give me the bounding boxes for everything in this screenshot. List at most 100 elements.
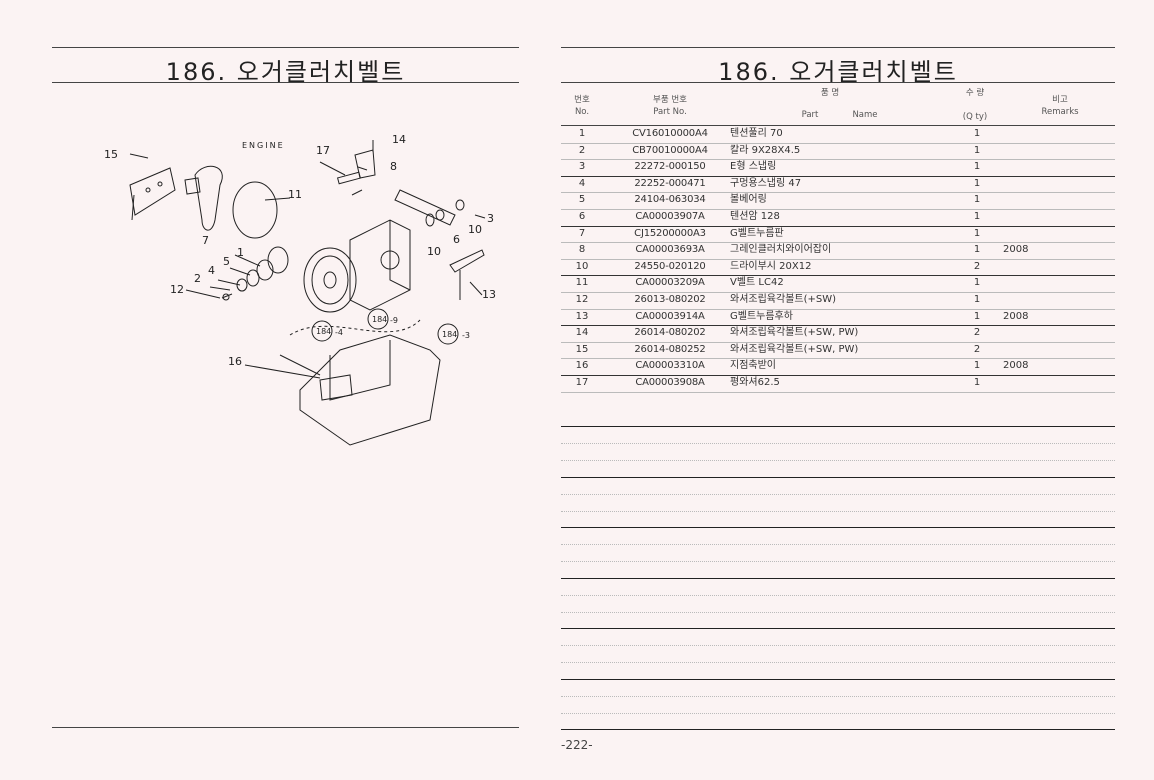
header-qty-ko: 수 량 bbox=[965, 88, 985, 98]
row-separator bbox=[561, 292, 1115, 293]
part-code-cell: CJ15200000A3 bbox=[634, 227, 706, 239]
title-top-rule bbox=[52, 47, 519, 48]
part-number-cell: 14 bbox=[575, 327, 589, 339]
row-separator bbox=[561, 375, 1115, 376]
ruled-line bbox=[561, 628, 1115, 629]
header-no-en: No. bbox=[574, 107, 590, 117]
callout: 12 bbox=[170, 283, 184, 296]
part-code-cell: CA00003209A bbox=[635, 277, 705, 289]
right-page-title: 186. 오거클러치벨트 bbox=[718, 58, 958, 86]
row-separator bbox=[561, 391, 1115, 393]
ref-label: -3 bbox=[462, 331, 470, 340]
part-name-cell: 텐션풀리 70 bbox=[730, 128, 783, 139]
part-code-cell: 26013-080202 bbox=[634, 294, 706, 305]
quantity-cell: 1 bbox=[973, 244, 981, 256]
title-top-rule bbox=[561, 47, 1115, 48]
part-code-cell: CA00003914A bbox=[635, 310, 705, 322]
quantity-cell: 2 bbox=[973, 327, 981, 339]
part-code-cell: 24104-063034 bbox=[634, 194, 706, 206]
part-number-cell: 6 bbox=[578, 211, 586, 222]
callout: 5 bbox=[223, 255, 230, 268]
part-code-cell: 24550-020120 bbox=[634, 260, 706, 272]
left-page: 186. 오거클러치벨트 bbox=[0, 0, 560, 780]
row-separator bbox=[561, 159, 1115, 161]
part-code-cell: 22272-000150 bbox=[634, 161, 706, 173]
header-qty-en: (Q ty) bbox=[962, 112, 988, 122]
header-name-part: Part bbox=[801, 110, 819, 120]
callout: 13 bbox=[482, 288, 496, 301]
ruled-line bbox=[561, 577, 1115, 579]
ref-label: 184 bbox=[316, 327, 331, 336]
callout: 10 bbox=[468, 223, 482, 236]
part-name-cell: 와셔조립육각볼트(+SW, PW) bbox=[730, 327, 859, 339]
part-number-cell: 1 bbox=[578, 128, 586, 139]
part-number-cell: 3 bbox=[578, 161, 586, 173]
quantity-cell: 1 bbox=[973, 310, 981, 322]
ruled-dotted-line bbox=[561, 594, 1115, 596]
part-name-cell: 드라이부시 20X12 bbox=[730, 260, 812, 272]
header-remarks: 비고 Remarks bbox=[1030, 94, 1090, 118]
part-code-cell: CV16010000A4 bbox=[632, 128, 708, 139]
row-separator bbox=[561, 175, 1115, 177]
callout: 4 bbox=[208, 264, 215, 277]
part-name-cell: E형 스냅링 bbox=[730, 161, 777, 173]
part-name-cell: 구멍용스냅링 47 bbox=[730, 177, 802, 189]
ruled-dotted-line bbox=[561, 544, 1115, 545]
row-separator bbox=[561, 142, 1115, 144]
quantity-cell: 1 bbox=[973, 144, 981, 156]
left-page-title: 186. 오거클러치벨트 bbox=[165, 58, 406, 86]
part-number-cell: 5 bbox=[578, 194, 586, 206]
part-code-cell: 26014-080252 bbox=[634, 343, 706, 355]
part-name-cell: 그레인클러치와이어잡이 bbox=[730, 244, 832, 256]
callout: 7 bbox=[202, 234, 209, 247]
ruled-dotted-line bbox=[561, 695, 1115, 697]
quantity-cell: 1 bbox=[973, 177, 981, 189]
part-number-cell: 8 bbox=[578, 244, 586, 256]
ruled-dotted-line bbox=[561, 662, 1115, 663]
part-number-cell: 10 bbox=[575, 260, 589, 272]
ref-label: 184 bbox=[442, 330, 457, 339]
part-code-cell: CB70010000A4 bbox=[632, 144, 708, 156]
exploded-parts-diagram: 184 -4 184 -9 184 -3 ENGINE 15 17 14 8 1… bbox=[104, 133, 496, 446]
page-number: -222- bbox=[561, 738, 593, 752]
ref-label: 184 bbox=[372, 315, 387, 324]
header-part-no: 부품 번호 Part No. bbox=[615, 94, 725, 118]
header-part-no-ko: 부품 번호 bbox=[653, 95, 687, 105]
part-number-cell: 17 bbox=[575, 377, 589, 388]
part-code-cell: CA00003907A bbox=[635, 211, 705, 222]
ruled-line bbox=[561, 527, 1115, 528]
header-rule bbox=[561, 125, 1115, 126]
remarks-cell: 2008 bbox=[1003, 244, 1029, 256]
row-separator bbox=[561, 358, 1115, 360]
title-bottom-rule bbox=[52, 82, 519, 83]
quantity-cell: 1 bbox=[973, 360, 981, 372]
row-separator bbox=[561, 225, 1115, 227]
part-name-cell: 와셔조립육각볼트(+SW) bbox=[730, 294, 837, 305]
row-separator bbox=[561, 242, 1115, 244]
ruled-dotted-line bbox=[561, 611, 1115, 613]
callout: 15 bbox=[104, 148, 118, 161]
quantity-cell: 1 bbox=[973, 128, 981, 139]
header-part-no-en: Part No. bbox=[653, 107, 687, 117]
quantity-cell: 1 bbox=[973, 377, 981, 388]
part-code-cell: 26014-080202 bbox=[634, 327, 706, 339]
part-number-cell: 15 bbox=[575, 343, 589, 355]
remarks-cell: 2008 bbox=[1003, 360, 1029, 372]
ruled-dotted-line bbox=[561, 460, 1115, 461]
ref-label: -4 bbox=[335, 328, 343, 337]
callout: 17 bbox=[316, 144, 330, 157]
part-number-cell: 4 bbox=[578, 177, 586, 189]
callout: 10 bbox=[427, 245, 441, 258]
part-number-cell: 13 bbox=[575, 310, 589, 322]
callout: 6 bbox=[453, 233, 460, 246]
ruled-dotted-line bbox=[561, 443, 1115, 444]
part-name-cell: 지점축받이 bbox=[730, 360, 776, 372]
